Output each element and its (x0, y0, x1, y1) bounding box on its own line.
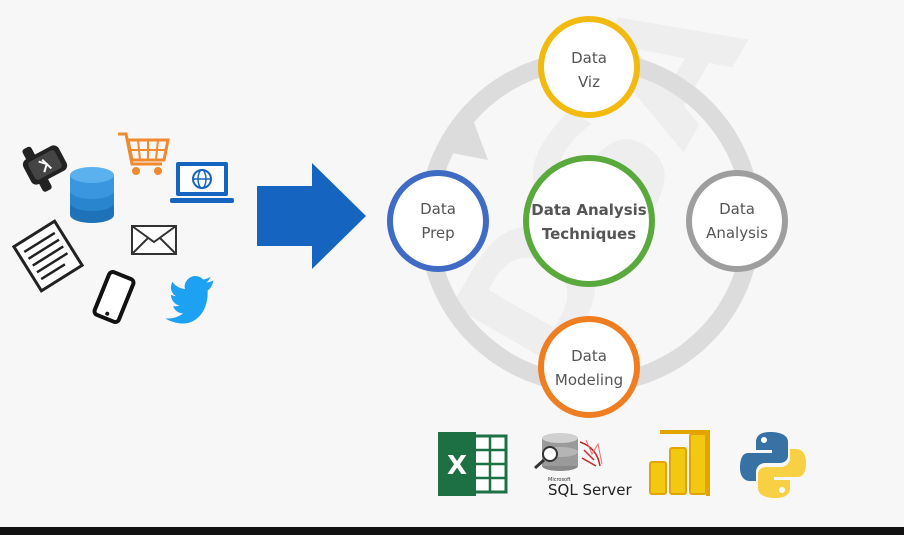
node-data-modeling-line1: Data (571, 347, 607, 365)
database-icon (70, 167, 114, 223)
flow-arrow (257, 163, 366, 269)
email-icon (131, 225, 177, 255)
bottom-bar (0, 527, 904, 535)
sqlserver-name: SQL Server (548, 481, 632, 499)
node-data-prep: Data Prep (387, 170, 489, 272)
node-data-viz-line2: Viz (578, 73, 600, 91)
center-node: Data Analysis Techniques (523, 155, 655, 287)
center-label-line2: Techniques (542, 225, 636, 243)
node-data-viz-line1: Data (571, 49, 607, 67)
smartwatch-icon (22, 145, 68, 192)
node-data-analysis-line2: Analysis (706, 224, 768, 242)
node-data-prep-line2: Prep (421, 224, 454, 242)
shopping-cart-icon (118, 132, 170, 175)
sqlserver-small-text: Microsoft (548, 477, 571, 483)
laptop-web-icon (170, 162, 234, 203)
node-data-analysis-line1: Data (719, 200, 755, 218)
node-data-prep-line1: Data (420, 200, 456, 218)
cycle-arrowhead (436, 112, 488, 160)
python-logo (740, 432, 806, 498)
powerbi-logo (649, 430, 710, 496)
node-data-modeling: Data Modeling (538, 316, 640, 418)
excel-logo: X (438, 432, 508, 496)
node-data-analysis: Data Analysis (686, 170, 788, 272)
smartphone-icon (92, 270, 136, 324)
node-data-viz: Data Viz (538, 16, 640, 118)
twitter-icon (165, 276, 214, 324)
node-data-modeling-line2: Modeling (555, 371, 623, 389)
document-icon (11, 219, 85, 293)
center-label-line1: Data Analysis (531, 201, 646, 219)
sqlserver-logo: Microsoft SQL Server (534, 433, 632, 499)
excel-letter: X (447, 451, 467, 481)
